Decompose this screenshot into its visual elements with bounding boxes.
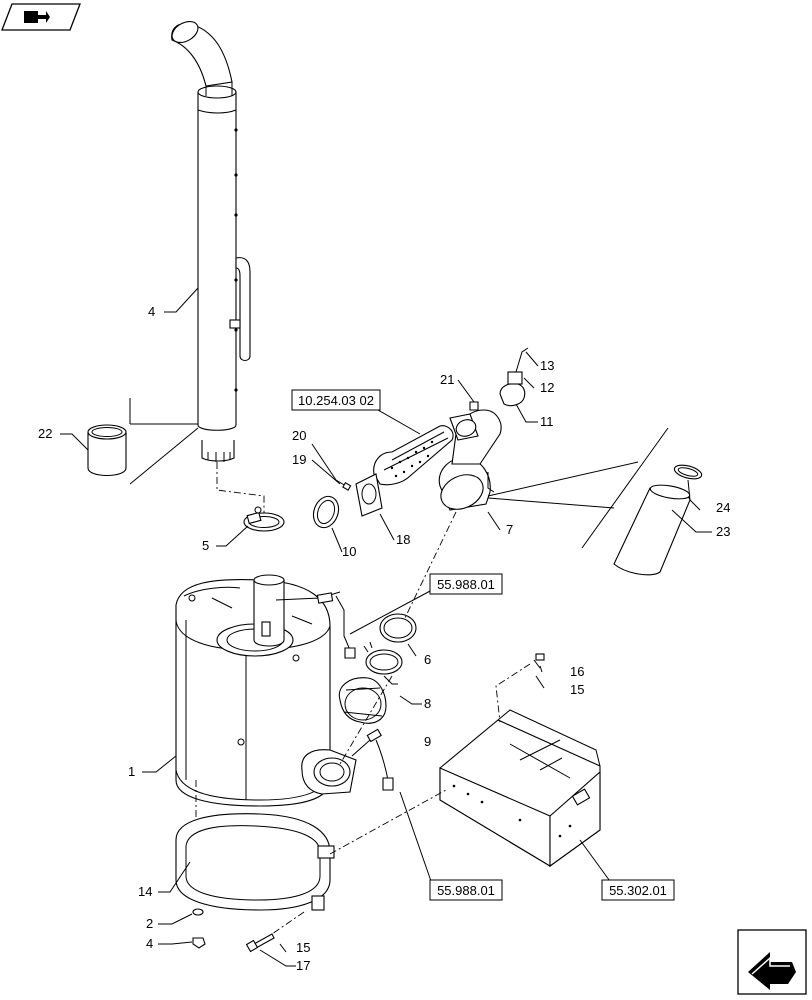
bolt-part-16 — [533, 653, 545, 669]
tail-pipe-part-23 — [613, 484, 691, 576]
callout-15-bracket: 15 — [570, 682, 584, 697]
ref-box-55988-bottom[interactable]: 55.988.01 — [429, 879, 503, 901]
nut-part-4 — [192, 937, 206, 949]
next-page-arrow-icon[interactable] — [737, 929, 807, 995]
callout-21: 21 — [440, 372, 454, 387]
callout-19: 19 — [292, 452, 306, 467]
callout-10: 10 — [342, 544, 356, 559]
ref-label-10254: 10.254.03 02 — [298, 393, 374, 408]
callout-13: 13 — [540, 358, 554, 373]
clamp-part-24 — [673, 464, 703, 480]
sleeve-part-22 — [87, 424, 127, 477]
callout-16: 16 — [570, 664, 584, 679]
gasket-part-6 — [379, 613, 417, 643]
flange-part-18 — [355, 473, 383, 517]
callout-4-stack: 4 — [148, 304, 155, 319]
ref-label-55988-bottom: 55.988.01 — [437, 883, 495, 898]
callout-17: 17 — [296, 958, 310, 973]
clamp-part-10 — [312, 495, 340, 529]
callout-5: 5 — [202, 538, 209, 553]
axis-strap-bracket — [329, 789, 447, 855]
callout-22: 22 — [38, 426, 52, 441]
callout-14: 14 — [138, 884, 152, 899]
elbow-part-7 — [438, 409, 502, 511]
bolt-part-19 — [335, 479, 352, 491]
axis-strap-bolt — [271, 911, 305, 935]
sensor-part-11 — [499, 347, 529, 407]
axis-bracket-bolt — [495, 663, 531, 723]
ref-box-55988-top[interactable]: 55.988.01 — [429, 573, 503, 595]
callout-7: 7 — [506, 522, 513, 537]
ref-box-55302[interactable]: 55.302.01 — [601, 879, 675, 901]
ref-label-55988-top: 55.988.01 — [437, 577, 495, 592]
ref-box-10254[interactable]: 10.254.03 02 — [291, 389, 381, 411]
callout-2: 2 — [146, 916, 153, 931]
pipe-assembly — [373, 425, 454, 486]
strap-part-14 — [175, 813, 335, 911]
callout-1: 1 — [128, 764, 135, 779]
bolt-part-21 — [469, 401, 479, 411]
callout-6: 6 — [424, 652, 431, 667]
clamp-part-5 — [243, 506, 285, 532]
ref-label-55302: 55.302.01 — [609, 883, 667, 898]
callout-12: 12 — [540, 380, 554, 395]
callout-4-bottom: 4 — [146, 936, 153, 951]
callout-20: 20 — [292, 428, 306, 443]
callout-15-bottom: 15 — [296, 940, 310, 955]
muffler-body — [175, 574, 394, 807]
bolt-part-17 — [245, 933, 275, 953]
section-lines — [129, 398, 199, 485]
callout-9: 9 — [424, 734, 431, 749]
washer-part-2 — [192, 908, 204, 916]
axis-stack-clamp — [216, 462, 265, 520]
callout-24: 24 — [716, 500, 730, 515]
callout-8: 8 — [424, 696, 431, 711]
callout-18: 18 — [396, 532, 410, 547]
callout-11: 11 — [540, 414, 554, 429]
leader-7-lines — [487, 427, 669, 549]
sleeve-part-9 — [338, 677, 387, 724]
book-arrow-icon[interactable] — [1, 3, 81, 31]
axis-elbow-gasket — [403, 511, 457, 621]
clamp-part-8 — [363, 641, 403, 675]
leader-lines — [60, 287, 712, 967]
callout-23: 23 — [716, 524, 730, 539]
axis-gasket-inlet — [339, 675, 393, 765]
mounting-bracket — [439, 709, 601, 868]
exhaust-stack — [171, 20, 251, 462]
